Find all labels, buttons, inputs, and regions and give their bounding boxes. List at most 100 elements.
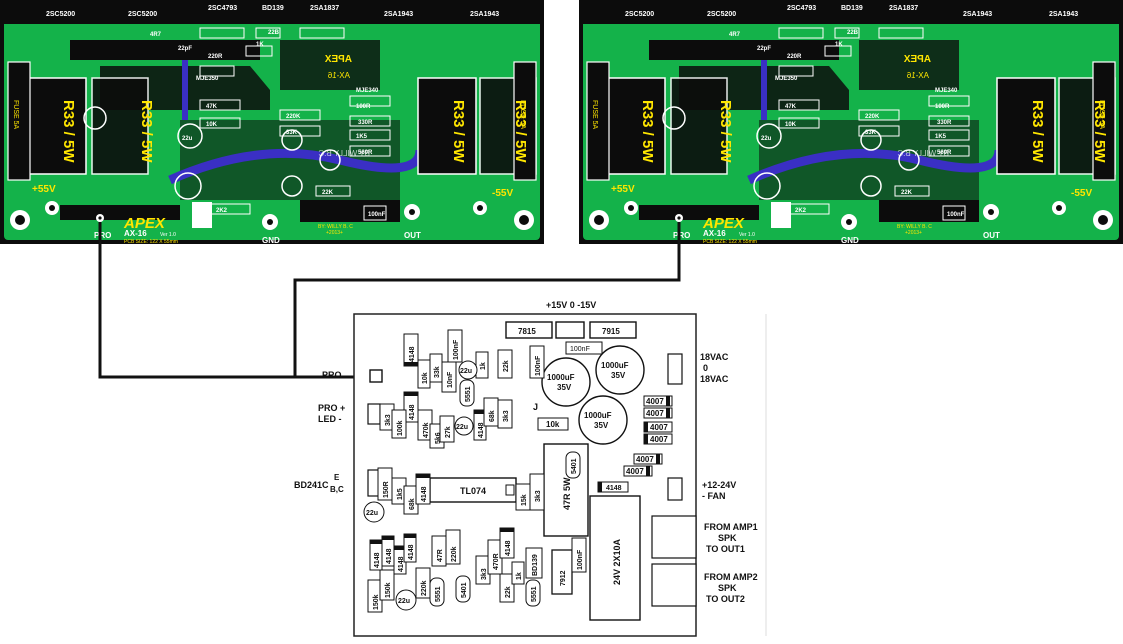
- amp1-fuse-right: FUSE 5A: [519, 100, 526, 130]
- diode-4148-d: 4148: [606, 485, 622, 492]
- cap-a-volt: 35V: [557, 383, 572, 392]
- amp1-part: 1K5: [356, 134, 368, 140]
- amp1-fuse-left: FUSE 5A: [12, 100, 19, 130]
- amp2-part: 100R: [935, 104, 950, 110]
- res-150r: 150R: [383, 481, 390, 498]
- diode-4007: 4007: [626, 467, 644, 476]
- amp2-mirror-designer: BY WILLY B.C: [897, 149, 949, 158]
- res-1k5: 1k5: [397, 488, 404, 500]
- amp2-fuse-left: FUSE 5A: [591, 100, 598, 130]
- amp1-part: 4R7: [150, 32, 162, 38]
- amp2-part: 220K: [865, 114, 880, 120]
- cap-22u-d: 22u: [398, 598, 410, 605]
- from-amp2-3: TO OUT2: [706, 594, 745, 604]
- amp1-resistor-left-2: R33 / 5W: [450, 100, 467, 163]
- pro-led-label-1: PRO +: [318, 403, 345, 413]
- amp2-part: 1K5: [935, 134, 947, 140]
- amp1-mirror-brand: APEX: [324, 54, 352, 65]
- amp1-pcb: 2SC5200 2SC5200 2SC4793 BD139 2SA1837 2S…: [0, 0, 544, 245]
- amp2-part: 47K: [785, 104, 797, 110]
- cap-c-value: 1000uF: [584, 411, 612, 420]
- res-220k-b: 220k: [451, 546, 458, 562]
- from-amp2-1: FROM AMP2: [704, 572, 758, 582]
- amp2-q3-label: 2SC4793: [787, 5, 816, 12]
- cap-100nf-top: 100nF: [570, 346, 590, 353]
- amp1-pcb-size: PCB SIZE: 122 X 55mm: [124, 239, 178, 245]
- diode-4148-f: 4148: [374, 552, 381, 568]
- res-470r: 470R: [493, 553, 500, 570]
- amp1-q2-label: 2SC5200: [128, 11, 157, 18]
- cap-22u-a: 22u: [460, 368, 472, 375]
- res-47r-5w-label: 47R 5W: [562, 477, 572, 510]
- amp1-out-label: OUT: [404, 231, 421, 240]
- cap-1000uf-b: [595, 345, 645, 395]
- amp2-mirror-brand: APEX: [903, 54, 931, 65]
- vac-connector: [667, 353, 683, 385]
- amp1-part: 22K: [322, 190, 334, 196]
- protection-board: +15V 0 -15V 7815 7915 100nF 1000uF 35V 1…: [294, 300, 767, 637]
- amp2-part: 100nF: [947, 212, 965, 218]
- cap-c-volt: 35V: [594, 421, 609, 430]
- amp2-part: 2K2: [795, 208, 807, 214]
- amp2-part: MJE350: [775, 76, 798, 82]
- amp1-gnd-label: GND: [262, 236, 280, 245]
- res-3k3-b: 3k3: [503, 410, 510, 422]
- diode-4148-i: 4148: [408, 544, 415, 560]
- amp1-part: 47K: [206, 104, 218, 110]
- res-5k6: 5k6: [435, 432, 442, 444]
- diode-4007: 4007: [636, 455, 654, 464]
- amp1-mirror-model: AX-16: [327, 71, 350, 80]
- res-10k-j: 10k: [546, 420, 560, 429]
- amp1-part: 22u: [182, 136, 193, 142]
- relay-24v: [589, 495, 641, 621]
- amp1-rail-pos: +55V: [32, 184, 56, 195]
- amp1-part: MJE350: [196, 76, 219, 82]
- amp2-part: 330R: [937, 120, 952, 126]
- cap-b-volt: 35V: [611, 371, 626, 380]
- amp2-rail-pos: +55V: [611, 184, 635, 195]
- amp1-pro-label: PRO: [94, 231, 111, 240]
- amp2-transistor-labels: 2SC5200 2SC5200 2SC4793 BD139 2SA1837 2S…: [625, 5, 1078, 18]
- reg-mid: [555, 321, 585, 339]
- amp1-brand: APEX: [123, 215, 166, 232]
- amp2-q4-label: BD139: [841, 5, 863, 12]
- amp1-resistor-right-2: R33 / 5W: [512, 100, 529, 163]
- amp2-q6-label: 2SA1943: [963, 11, 992, 18]
- spk1-connector: [651, 515, 697, 559]
- q-bd139: BD139: [532, 554, 539, 576]
- amp1-part: 2K2: [216, 208, 228, 214]
- q-5551-a: 5551: [465, 386, 472, 402]
- res-68k-b: 68k: [409, 498, 416, 510]
- amp2-model: AX-16: [703, 229, 726, 238]
- amp2-fuse-right: FUSE 5A: [1098, 100, 1105, 130]
- res-47r: 47R: [437, 549, 444, 562]
- amp2-q2-label: 2SC5200: [707, 11, 736, 18]
- amp1-designer: BY: WILLY B. C: [318, 224, 353, 230]
- cap-100nf-v2: 100nF: [535, 355, 542, 376]
- amp1-q1-label: 2SC5200: [46, 11, 75, 18]
- amp2-part: 22u: [761, 136, 772, 142]
- jumper-label: J: [533, 402, 538, 412]
- res-68k-a: 68k: [489, 410, 496, 422]
- from-amp1-2: SPK: [718, 533, 737, 543]
- amp2-part: 1K: [835, 42, 843, 48]
- res-3k3-c: 3k3: [535, 490, 542, 502]
- spk2-connector: [651, 563, 697, 607]
- res-15k: 15k: [521, 494, 528, 506]
- diode-4007-group: 4007 4007 4007 4007 4007 4007: [623, 395, 673, 477]
- amp1-part: 22pF: [178, 46, 192, 52]
- amp1-version: Ver 1.0: [160, 232, 176, 238]
- amp2-part-labels: 4R7 22pF 220R 1K 22B MJE350 MJE340 47K 2…: [729, 30, 965, 218]
- cap-1000uf-a: [541, 357, 591, 407]
- amp1-part: 330R: [358, 120, 373, 126]
- amp1-part-labels: 4R7 22pF 220R 1K 22B MJE350 MJE340 47K 2…: [150, 30, 386, 218]
- res-150k-b: 150k: [385, 582, 392, 598]
- cap-100nf-v: 100nF: [453, 339, 460, 360]
- supply-label: +15V 0 -15V: [546, 300, 596, 310]
- amp2-part: 10K: [785, 122, 797, 128]
- cap-a-value: 1000uF: [547, 373, 575, 382]
- fan-connector: [667, 477, 683, 501]
- amp1-part: 220R: [208, 54, 223, 60]
- amp2-part: 220R: [787, 54, 802, 60]
- amp2-part: 22pF: [757, 46, 771, 52]
